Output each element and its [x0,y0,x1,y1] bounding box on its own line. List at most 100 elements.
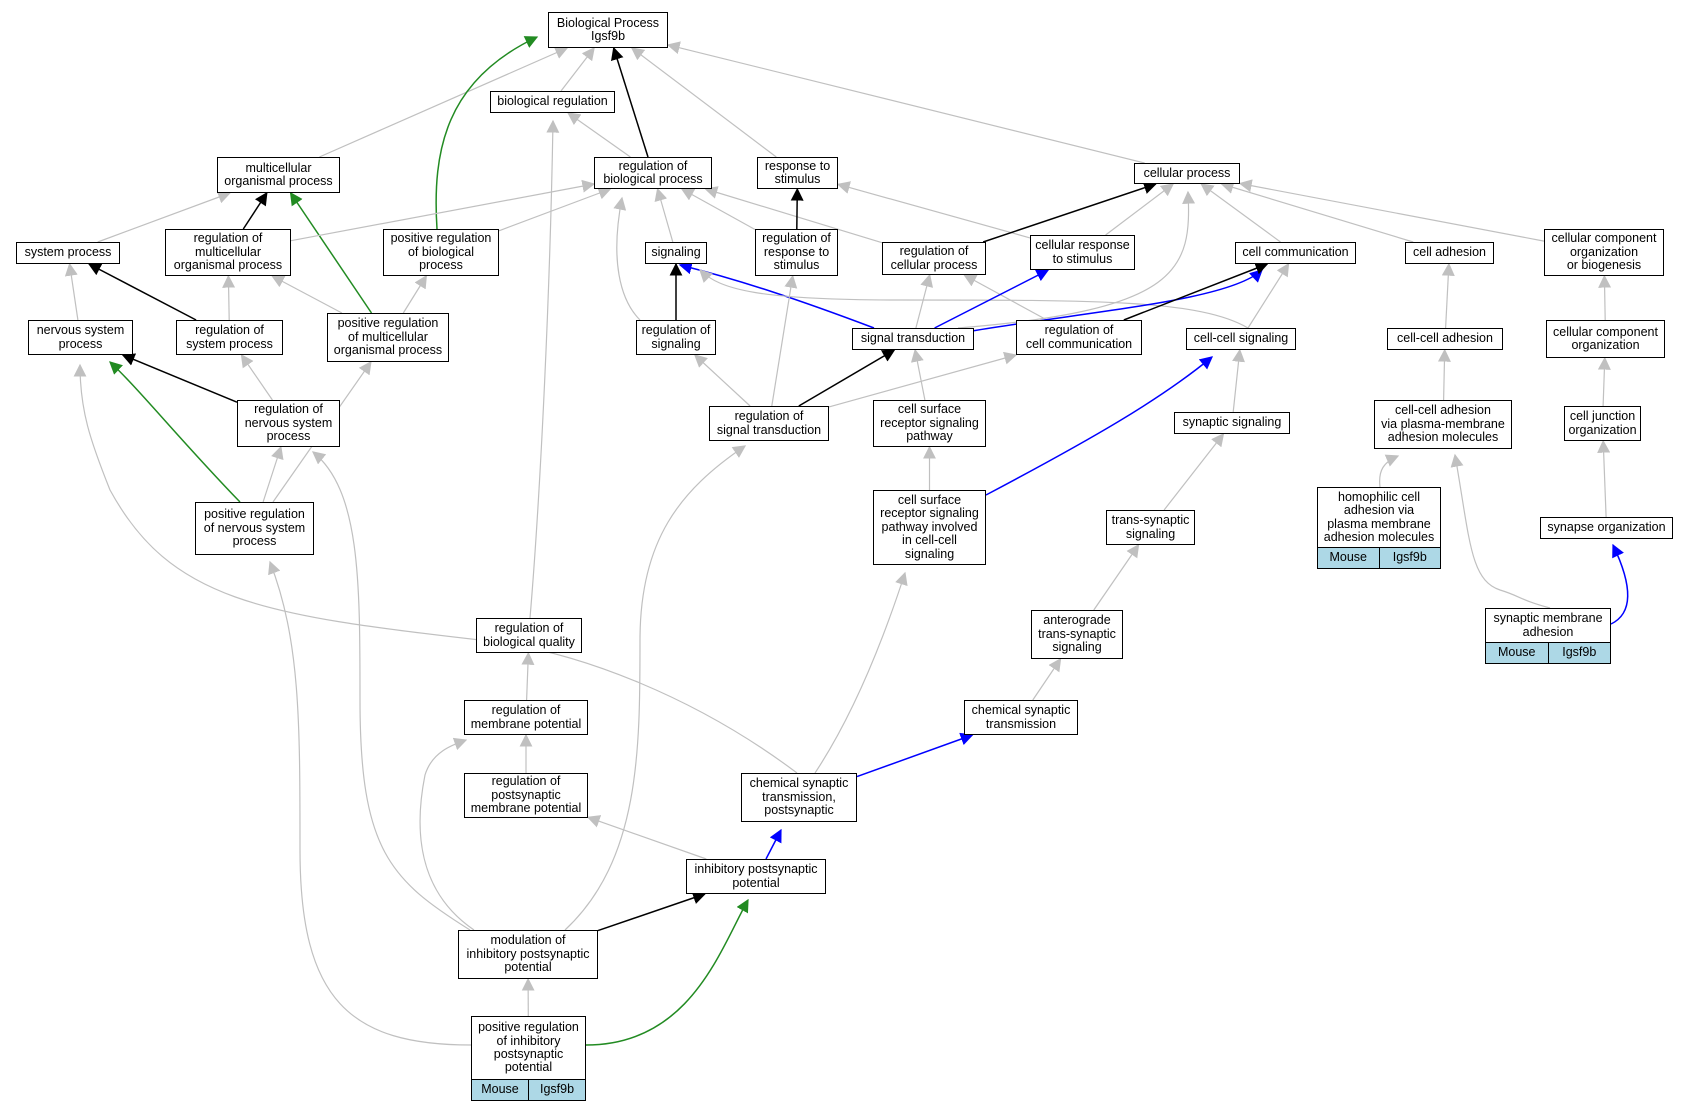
edge-posregipsp-to-posregnsp [268,560,472,1046]
edge-ccs-to-sig [699,269,1249,329]
label-line: plasma membrane [1327,516,1431,531]
edge-crs-to-cp [1105,183,1175,236]
edge-regsp-to-regmop [222,274,236,321]
label-line: system process [24,245,112,260]
go-term-label: biological regulation [491,94,614,108]
label-line: cell surface [897,492,962,507]
go-term-label: cellular process [1135,166,1239,180]
label-line: of nervous system [203,520,306,535]
edge-regbq-to-bioreg [529,119,560,619]
edge-sma-to-ccapm [1450,453,1551,609]
edge-posregnsp-to-nsp [109,361,241,503]
label-line: Igsf9b [590,29,626,43]
edge-modipsp-to-regst [564,445,747,931]
edge-regmop-to-mop [242,191,268,230]
label-line: regulation of [899,244,969,259]
edge-posregipsp-to-ipsp [585,898,749,1046]
edge-posregbp-to-regbp [498,187,612,232]
edge-regbp-to-bp [611,46,649,158]
go-term-cc[interactable]: cell communication [1235,242,1356,264]
go-term-label: cell communication [1236,245,1355,259]
edge-regmop-to-regbp [290,179,596,242]
label-line: cellular response [1035,238,1130,253]
go-term-st[interactable]: signal transduction [852,328,974,350]
edge-tss-to-ss [1163,432,1225,511]
go-term-sig[interactable]: signaling [645,242,707,264]
edge-mop-to-bp [319,46,569,158]
edge-sig-to-regbp [654,187,674,243]
label-line: or biogenesis [1566,258,1642,273]
label-line: signaling [651,336,701,351]
label-line: of biological [407,244,474,259]
annotation-gene: Igsf9b [1378,548,1441,568]
label-line: homophilic cell [1338,489,1420,504]
label-line: organization [1569,244,1639,259]
edge-modipsp-to-regnsp [311,451,471,931]
label-line: cellular component [1551,231,1657,246]
label-line: adhesion [1522,624,1574,639]
edge-regcp-to-regbp [704,186,883,244]
edge-regsp-to-sp [87,263,197,321]
label-line: anterograde [1043,613,1111,628]
edge-ccapm-to-cca [1437,348,1451,401]
go-term-cp[interactable]: cellular process [1134,163,1240,184]
edge-posregbp-to-bp [435,36,539,230]
go-term-sp[interactable]: system process [16,242,120,264]
label-line: membrane potential [470,716,582,731]
edge-crs-to-rts [836,181,1031,239]
go-term-ca[interactable]: cell adhesion [1405,242,1494,264]
label-line: cell communication [1025,336,1133,351]
go-term-so[interactable]: synapse organization [1540,517,1673,539]
label-line: cell-cell adhesion [1395,403,1491,418]
go-term-ss[interactable]: synaptic signaling [1174,412,1290,434]
edge-modipsp-to-regmp [419,737,475,931]
go-term-ccs[interactable]: cell-cell signaling [1186,328,1296,350]
label-line: synaptic membrane [1493,611,1603,626]
go-term-cca[interactable]: cell-cell adhesion [1387,328,1503,350]
go-term-bioreg[interactable]: biological regulation [490,91,615,113]
label-line: cell-cell adhesion [1397,331,1493,346]
